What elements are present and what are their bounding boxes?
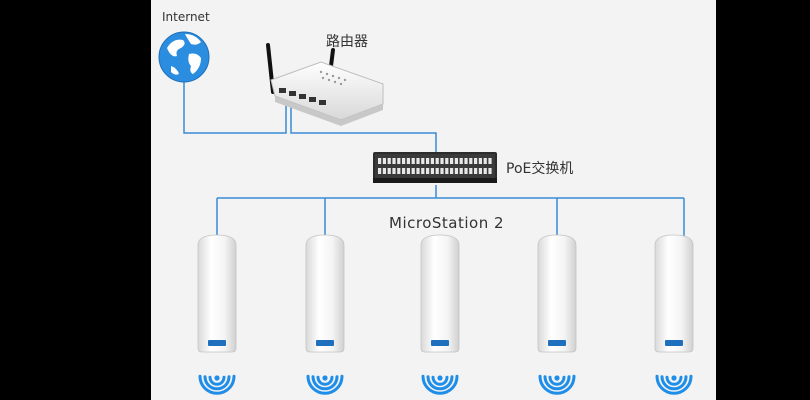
wifi-icon bbox=[306, 374, 344, 395]
brand-badge bbox=[665, 340, 683, 346]
brand-badge bbox=[548, 340, 566, 346]
wifi-icon bbox=[655, 374, 693, 395]
brand-badge bbox=[431, 340, 449, 346]
microstation-device-5 bbox=[654, 234, 694, 395]
internet-label: Internet bbox=[162, 10, 210, 24]
wifi-icon bbox=[198, 374, 236, 395]
brand-badge bbox=[208, 340, 226, 346]
globe-icon bbox=[158, 31, 210, 83]
wifi-icon bbox=[421, 374, 459, 395]
brand-badge bbox=[316, 340, 334, 346]
poe-switch-icon bbox=[373, 152, 497, 183]
network-diagram: Internet 路由器 PoE交换机 MicroStation 2 bbox=[151, 0, 716, 400]
router-label: 路由器 bbox=[326, 34, 368, 50]
diagram-canvas bbox=[158, 31, 694, 395]
poe-switch-label: PoE交换机 bbox=[506, 161, 574, 177]
microstation-device-2 bbox=[305, 234, 345, 395]
microstation-device-1 bbox=[197, 234, 237, 395]
microstation-devices bbox=[197, 234, 694, 395]
microstation-device-4 bbox=[537, 234, 577, 395]
connection-lines bbox=[183, 80, 685, 236]
internet-to-router-line bbox=[183, 80, 287, 134]
wifi-icon bbox=[538, 374, 576, 395]
microstation-label: MicroStation 2 bbox=[389, 214, 505, 232]
microstation-device-3 bbox=[420, 234, 460, 395]
router-to-switch-line bbox=[290, 90, 437, 152]
router-icon bbox=[266, 43, 384, 126]
